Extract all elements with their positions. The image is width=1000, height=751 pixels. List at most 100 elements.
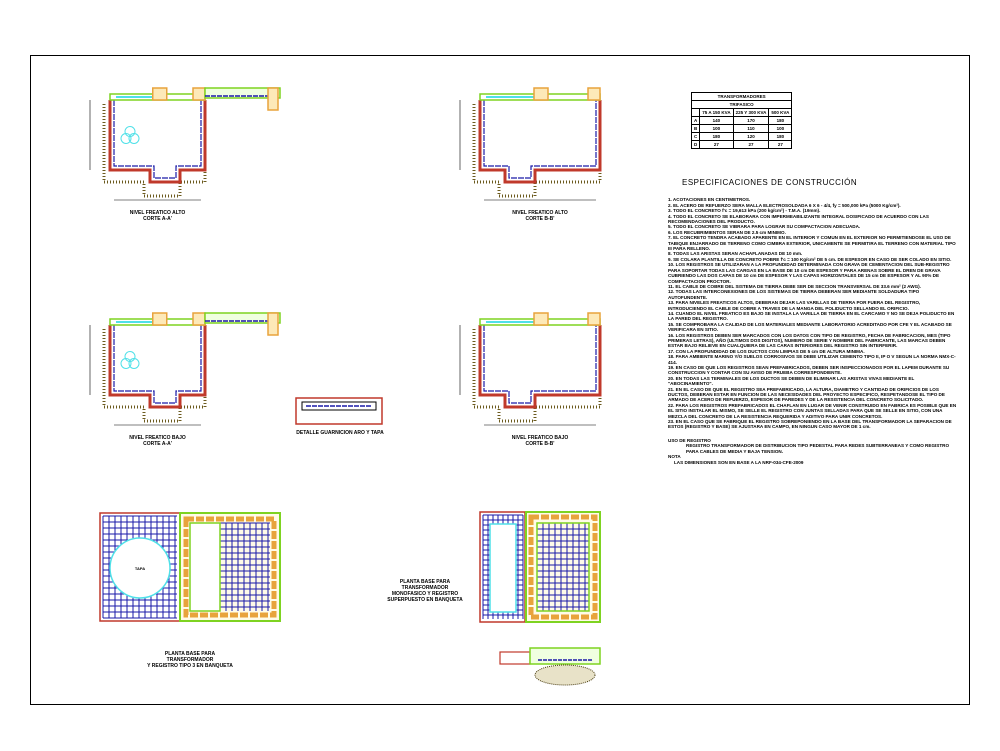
frame-ring	[533, 87, 549, 101]
spec-item: 8. TODAS LAS ARISTAS SERAN ACHAFLANADAS …	[668, 251, 803, 257]
soil-fill	[472, 104, 602, 198]
concrete-wall	[499, 651, 531, 665]
spec-item: 22. PARA LOS REGISTROS PREFABRICADOS EL …	[668, 402, 957, 419]
gravel-fill	[534, 664, 596, 686]
concrete-wall	[295, 397, 383, 425]
frame-ring	[533, 312, 549, 326]
cable-window	[489, 523, 517, 613]
transformer-table: TRANSFORMADORES TRIFASICO 75 A 150 KVA 2…	[690, 92, 793, 149]
duct-circle	[128, 133, 140, 144]
plan-view-2: PLANTA BASE PARATRANSFORMADORMONOFASICO …	[387, 511, 601, 686]
duct-circle	[120, 358, 132, 369]
soil-fill	[102, 104, 207, 198]
drawing-frame	[30, 55, 970, 705]
frame-ring	[152, 87, 168, 101]
drawing-label: PLANTA BASE PARA	[165, 651, 216, 657]
rebar-line	[113, 100, 202, 179]
spec-item: 2. EL ACERO DE REFUERZO SERA MALLA ELECT…	[668, 202, 901, 208]
spec-item: 11. EL CABLE DE COBRE DEL SISTEMA DE TIE…	[668, 283, 921, 289]
drawing-label: PLANTA BASE PARA	[400, 579, 451, 585]
drawing-label: CORTE A-A'	[143, 216, 172, 222]
spec-list: 1. ACOTACIONES EN CENTIMETROS.2. EL ACER…	[668, 197, 958, 429]
rebar-line	[483, 325, 597, 404]
frame-ring	[528, 514, 598, 620]
drawing-label: TRANSFORMADOR	[167, 657, 214, 663]
concrete-wall	[108, 100, 207, 184]
spec-item: 16. LOS REGISTROS DEBEN SER MARCADOS CON…	[668, 332, 951, 349]
spec-item: 14. CUANDO EL NIVEL FREATICO ES BAJO SE …	[668, 310, 955, 322]
spec-item: 10. LOS REGISTROS SE UTILIZARAN A LA PRO…	[668, 262, 950, 284]
drawing-label: TRANSFORMADOR	[402, 585, 449, 591]
transformer-base	[529, 647, 601, 665]
note-text: LAS DIMENSIONES SON EN BASE A LA NRF-034…	[674, 459, 804, 465]
spec-item: 5. TODO EL CONCRETO SE VIBRARA PARA LOGR…	[668, 224, 861, 230]
circle-label: TAPA	[135, 566, 145, 571]
spec-item: 7. EL CONCRETO TENDRA ACABADO APARENTE E…	[668, 235, 956, 252]
frame-ring	[183, 516, 277, 618]
spec-item: 12. TODAS LAS INTERCONEXIONES DE LOS SIS…	[668, 289, 920, 300]
drawing-label: SUPERPUESTO EN BANQUETA	[387, 597, 463, 603]
duct-circle	[120, 133, 132, 144]
soil-fill	[472, 329, 602, 423]
note-title: NOTA	[668, 454, 681, 460]
drawing-label: MONOFASICO Y REGISTRO	[392, 591, 458, 597]
duct-circle	[128, 358, 140, 369]
concrete-wall	[108, 325, 207, 409]
col-header: 500 KVA	[768, 108, 793, 117]
frame-ring	[192, 312, 206, 326]
transformer-base	[204, 312, 281, 324]
spec-item: 3. TODO EL CONCRETO f'c = 19,613 kPa (20…	[668, 208, 821, 214]
concrete-wall	[478, 100, 602, 184]
spec-item: 15. SE COMPROBARA LA CALIDAD DE LOS MATE…	[668, 321, 952, 333]
rebar-line	[113, 325, 202, 404]
spec-item: 13. PARA NIVELES FREATICOS ALTOS, DEBERA…	[668, 300, 921, 311]
drawing-label: NIVEL FREATICO ALTO	[130, 210, 186, 216]
frame-ring	[267, 87, 279, 111]
spec-item: 17. CON LA PROFUNDIDAD DE LOS DUCTOS CON…	[668, 348, 865, 354]
spec-item: 18. PARA AMBIENTE MARINO Y/O SUELOS CORR…	[668, 354, 956, 365]
frame-ring	[152, 312, 168, 326]
drawing-label: Y REGISTRO TIPO 3 EN BANQUETA	[147, 663, 233, 669]
drawing-label: NIVEL FREATICO BAJO	[512, 435, 569, 441]
cable-window	[189, 522, 221, 612]
frame-ring	[267, 312, 279, 336]
frame-ring	[192, 87, 206, 101]
drawing-label: NIVEL FREATICO BAJO	[129, 435, 186, 441]
frame-outline	[536, 522, 590, 612]
drawing-label: DETALLE GUARNICION ARO Y TAPA	[296, 430, 384, 436]
spec-title: ESPECIFICACIONES DE CONSTRUCCIÓN	[682, 178, 858, 187]
spec-item: 9. SE COLARA PLANTILLA DE CONCRETO POBRE…	[668, 256, 952, 262]
spec-item: 4. TODO EL CONCRETO SE ELABORARA CON IMP…	[668, 213, 929, 225]
drawing-label: NIVEL FREATICO ALTO	[512, 210, 568, 216]
spec-item: 1. ACOTACIONES EN CENTIMETROS.	[668, 197, 751, 203]
duct-circle	[124, 351, 136, 362]
spec-item: 19. EN CASO DE QUE LOS REGISTROS SEAN PR…	[668, 365, 950, 376]
lid-circle	[109, 537, 171, 599]
drawing-label: CORTE B-B'	[526, 216, 555, 222]
table-header: 75 A 150 KVA 225 Y 300 KVA 500 KVA	[690, 108, 793, 117]
drawing-label: CORTE A-A'	[143, 441, 172, 447]
use-text: REGISTRO TRANSFORMADOR DE DISTRIBUCION T…	[686, 443, 950, 454]
table-subtitle: TRIFASICO	[690, 100, 793, 109]
col-header: 75 A 150 KVA	[699, 108, 734, 117]
spec-item: 20. EN TODAS LAS TERMINALES DE LOS DUCTO…	[668, 375, 915, 387]
spec-item: 6. LOS RECUBRIMIENTOS SERAN DE 2.5 cm MI…	[668, 229, 786, 235]
lid-line	[301, 401, 377, 411]
rebar-line	[483, 100, 597, 179]
detail-view: DETALLE GUARNICION ARO Y TAPA	[295, 397, 384, 436]
drawing-label: CORTE B-B'	[526, 441, 555, 447]
transformer-base	[204, 87, 281, 99]
soil-fill	[102, 329, 207, 423]
frame-ring	[587, 312, 601, 326]
spec-item: 21. EN EL CASO DE QUE EL REGISTRO SEA PR…	[668, 386, 945, 403]
